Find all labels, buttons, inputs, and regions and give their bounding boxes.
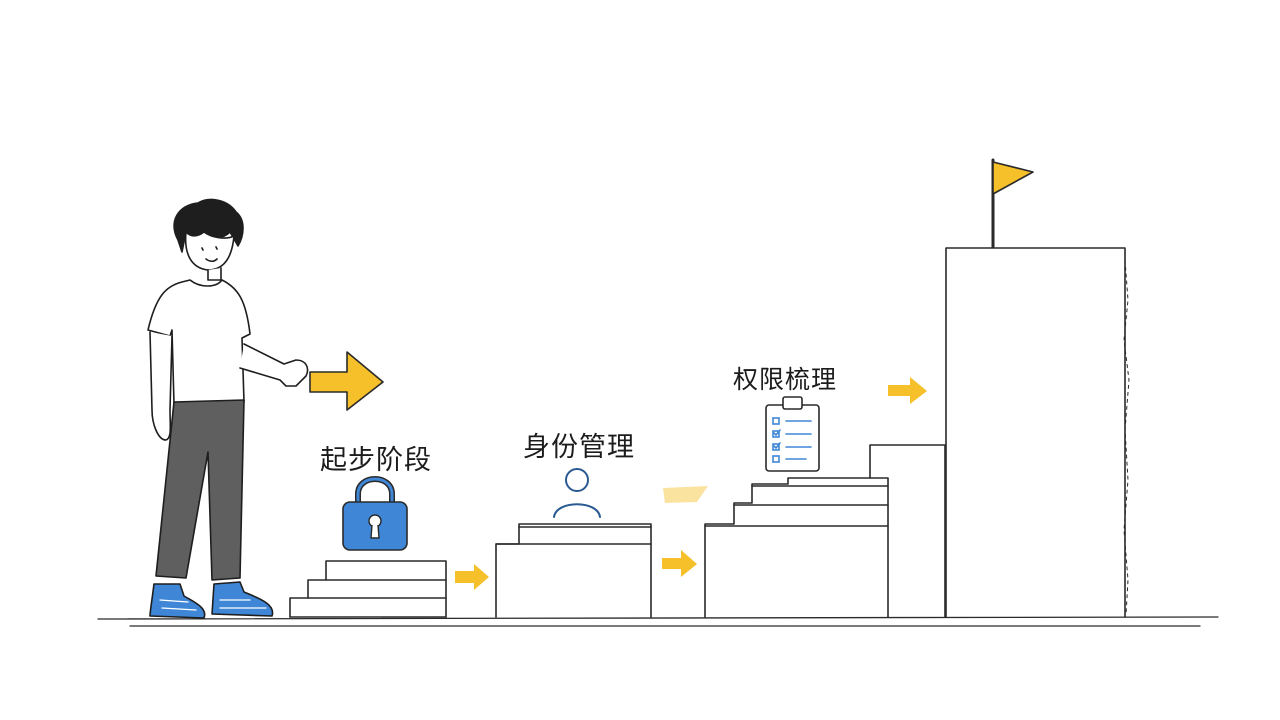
clipboard-checklist-icon	[765, 396, 820, 472]
t-shirt	[147, 279, 251, 405]
left-arm	[149, 331, 173, 441]
stairs-stage-3	[704, 477, 889, 618]
stage-label-permission: 权限梳理	[733, 365, 838, 394]
flag-icon	[991, 158, 1034, 249]
padlock-icon	[342, 476, 408, 551]
right-shoe	[211, 581, 274, 617]
goal-tower	[945, 247, 1130, 618]
arrow-small-3	[888, 377, 927, 404]
person-outline-icon	[553, 468, 601, 518]
stage-label-identity: 身份管理	[523, 432, 635, 463]
arrow-small-2	[662, 550, 697, 577]
character-figure	[147, 198, 309, 619]
stairs-stage-1	[289, 560, 447, 618]
pants	[155, 399, 245, 581]
arrow-large	[309, 351, 384, 411]
arrow-small-1	[455, 564, 489, 590]
ground-line	[97, 616, 1219, 627]
block-stage-2	[495, 523, 652, 618]
step-before-tower	[869, 444, 946, 618]
arrow-faded	[663, 486, 708, 503]
face	[184, 231, 235, 271]
right-arm	[239, 343, 309, 387]
stage-label-start: 起步阶段	[320, 445, 432, 476]
